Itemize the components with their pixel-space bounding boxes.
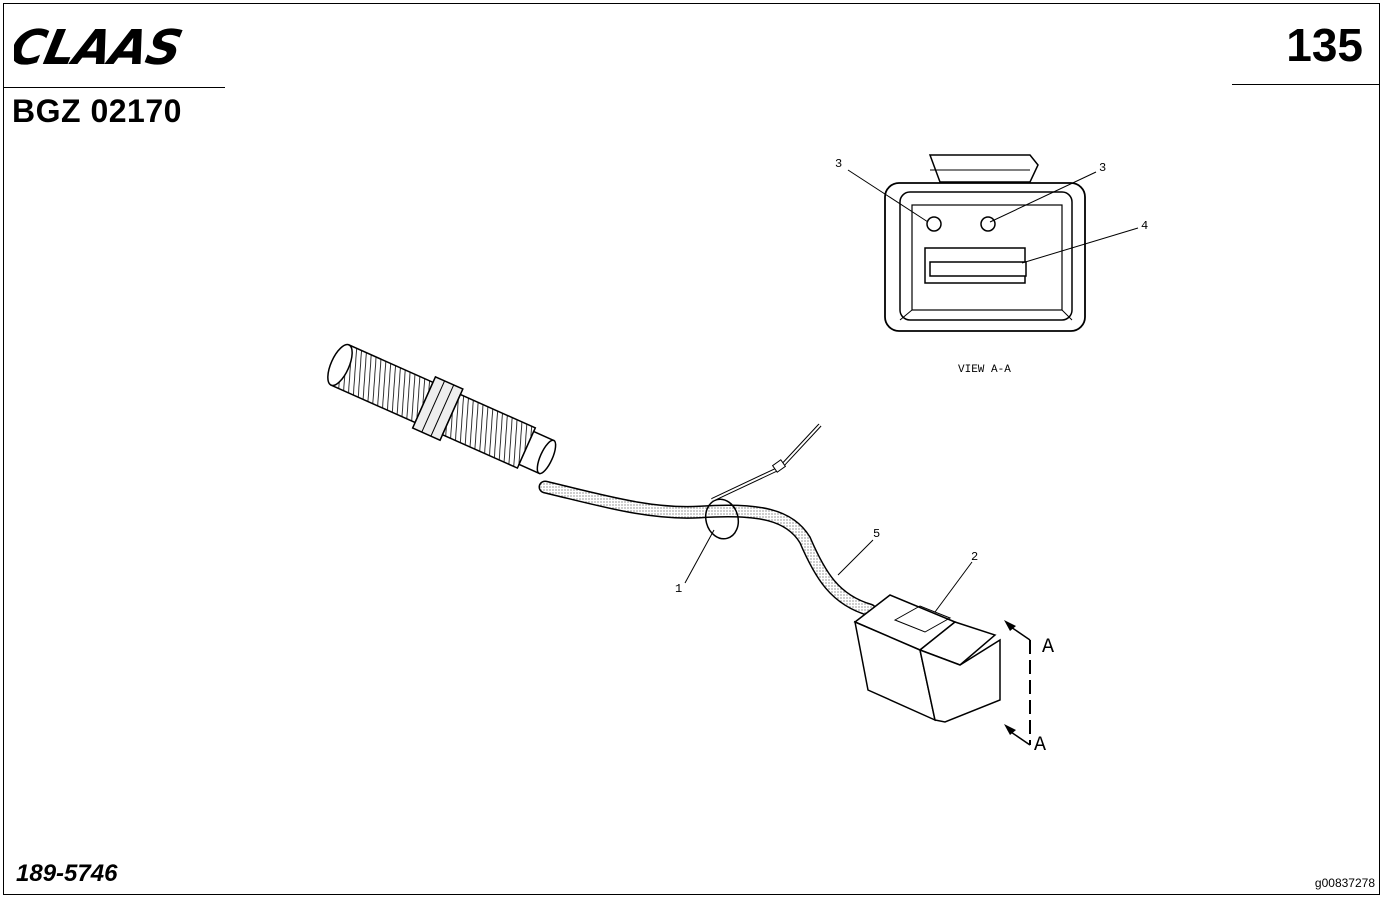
callout-3-left: 3	[835, 157, 842, 171]
header-divider-right	[1232, 84, 1380, 85]
callout-3-right: 3	[1099, 161, 1106, 175]
callout-labels: 3 3 4 5 2 1	[675, 157, 1148, 596]
claas-logo: CLAAS	[5, 20, 234, 75]
speed-sensor	[327, 343, 557, 475]
leader-lines	[684, 169, 1139, 613]
image-id: g00837278	[1314, 876, 1375, 890]
header-divider-left	[3, 87, 225, 88]
cable-harness	[538, 480, 877, 617]
view-label: VIEW A-A	[958, 364, 1011, 376]
callout-2: 2	[971, 550, 978, 564]
connector-plug	[853, 265, 1001, 723]
callout-4: 4	[1141, 219, 1148, 233]
section-marker-bottom: A	[1034, 734, 1046, 757]
document-code: BGZ 02170	[12, 93, 182, 129]
section-marker-top: A	[1042, 636, 1054, 659]
sheet-frame	[3, 3, 1380, 895]
callout-5: 5	[873, 527, 880, 541]
brand-wordmark: CLAAS	[14, 24, 186, 68]
cable-tie	[704, 423, 822, 540]
view-a-a-detail: VIEW A-A	[884, 154, 1086, 376]
callout-1: 1	[675, 582, 682, 596]
section-arrows: A A	[1004, 620, 1054, 757]
page-number: 135	[1286, 19, 1363, 71]
part-number: 189-5746	[16, 860, 118, 887]
